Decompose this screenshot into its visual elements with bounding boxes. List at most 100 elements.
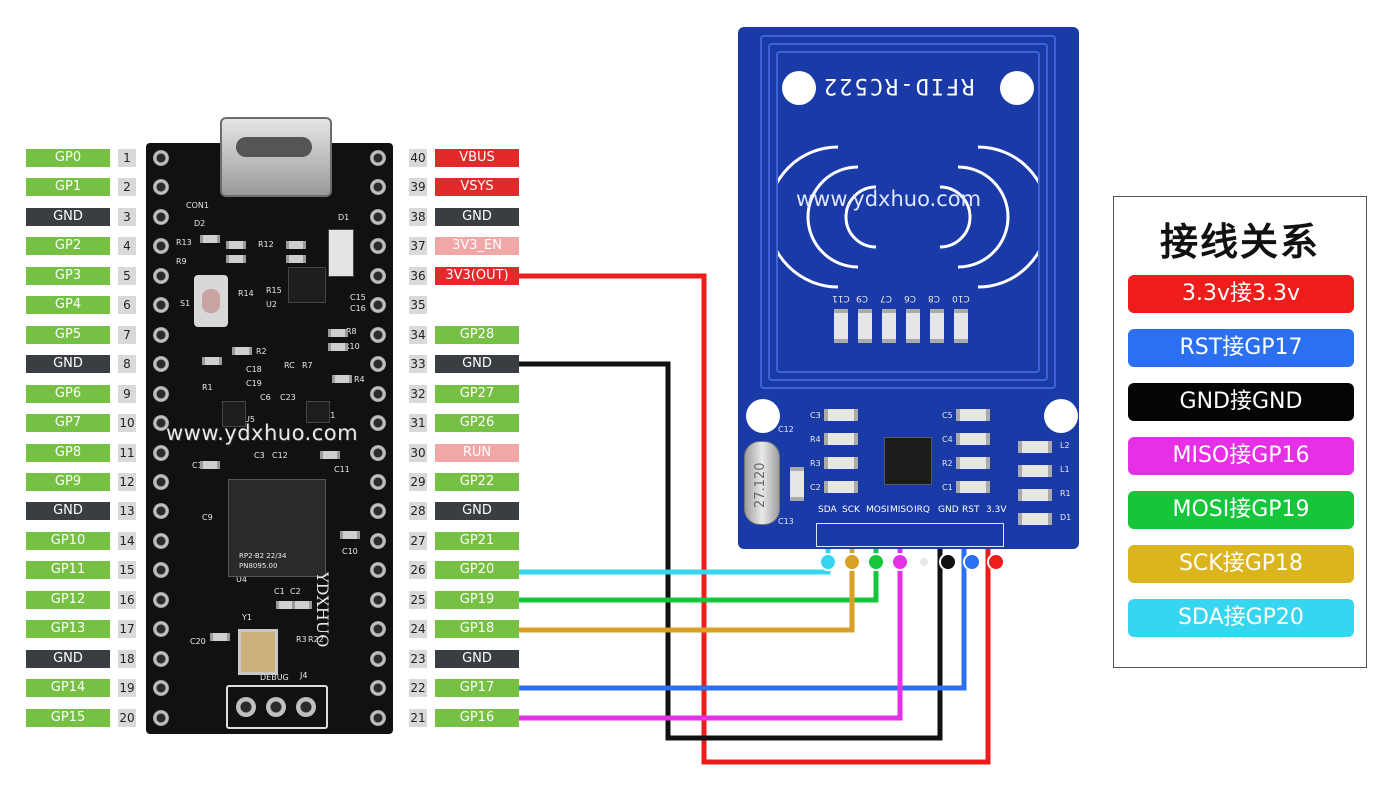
- smd-part: [286, 255, 306, 263]
- chip-marking-2: PN8095.00: [239, 562, 278, 570]
- silk-r13: R13: [176, 238, 192, 247]
- rp2040-chip: RP2-B2 22/34 PN8095.00: [228, 479, 326, 577]
- pin-label-right: GP22: [435, 473, 519, 491]
- gnd-wire: [519, 361, 943, 741]
- pin-pad: [153, 503, 169, 519]
- pin-number-right: 24: [409, 620, 427, 638]
- rfid-pin-label: RST: [962, 505, 980, 515]
- pin-number-left: 13: [118, 502, 136, 520]
- silk-c13-rfid: C13: [778, 517, 794, 526]
- silk-c5-rfid: C5: [942, 411, 953, 420]
- flash-chip: [222, 401, 246, 427]
- smd-part: [292, 601, 312, 609]
- pin-pad: [370, 150, 386, 166]
- pin-number-right: 34: [409, 326, 427, 344]
- debug-pin: [236, 697, 256, 717]
- pin-number-right: 22: [409, 679, 427, 697]
- mfrc522-chip: [884, 437, 932, 485]
- pin-pad: [370, 209, 386, 225]
- pin-pad: [370, 238, 386, 254]
- crystal-label: 27.120: [753, 462, 768, 509]
- rfid-pin-gnd: [939, 553, 957, 571]
- rfid-pin-miso: [891, 553, 909, 571]
- pin-label-right: GP27: [435, 385, 519, 403]
- silk-c3-rfid: C3: [810, 411, 821, 420]
- legend-item: RST接GP17: [1128, 329, 1354, 367]
- legend-item: 3.3v接3.3v: [1128, 275, 1354, 313]
- pin-label-left: GP5: [26, 326, 110, 344]
- usb-c-port: [220, 117, 332, 197]
- pin-label-left: GND: [26, 208, 110, 226]
- pin-label-right: GP18: [435, 620, 519, 638]
- pin-pad: [153, 592, 169, 608]
- silk-r15: R15: [266, 286, 282, 295]
- pin-label-right: 3V3_EN: [435, 237, 519, 255]
- silk-c12-rfid: C12: [778, 425, 794, 434]
- pin-number-right: 38: [409, 208, 427, 226]
- pin-label-left: GP9: [26, 473, 110, 491]
- silk-r4-rfid: R4: [810, 435, 821, 444]
- smd-part: [956, 433, 990, 445]
- bootsel-button: [194, 275, 228, 327]
- smd-part: [202, 357, 222, 365]
- mount-hole: [782, 71, 816, 105]
- pin-pad: [370, 179, 386, 195]
- board-brand: YDXHUO: [313, 572, 332, 648]
- rfid-pin-33v: [987, 553, 1005, 571]
- pin-number-left: 12: [118, 473, 136, 491]
- silk-c4-rfid: C4: [942, 435, 953, 444]
- silk-r1-rfid: R1: [1060, 489, 1071, 498]
- regulator-chip: [288, 267, 326, 303]
- pin-pad: [153, 533, 169, 549]
- smd-part: [200, 461, 220, 469]
- pin-label-right: 3V3(OUT): [435, 267, 519, 285]
- top-cap: [906, 309, 920, 343]
- mount-hole: [746, 399, 780, 433]
- top-cap-label: C6: [904, 293, 917, 303]
- silk-r2: R2: [256, 347, 267, 356]
- pin-pad: [370, 680, 386, 696]
- smd-part: [286, 241, 306, 249]
- smd-part: [1018, 513, 1052, 525]
- silk-r9: R9: [176, 257, 187, 266]
- pin-pad: [370, 327, 386, 343]
- pin-number-left: 14: [118, 532, 136, 550]
- silk-c16: C16: [350, 304, 366, 313]
- pin-label-right: GP26: [435, 414, 519, 432]
- silk-r12: R12: [258, 240, 274, 249]
- pin-label-left: GND: [26, 650, 110, 668]
- legend-item: GND接GND: [1128, 383, 1354, 421]
- smd-part: [226, 241, 246, 249]
- pin-number-left: 4: [118, 237, 136, 255]
- smd-part: [210, 633, 230, 641]
- pin-label-right: GP20: [435, 561, 519, 579]
- top-cap: [930, 309, 944, 343]
- pin-pad: [370, 386, 386, 402]
- pin-label-left: GP2: [26, 237, 110, 255]
- silk-l2-rfid: L2: [1060, 441, 1070, 450]
- silk-r10: R10: [344, 342, 360, 351]
- rfid-pin-label: MOSI: [866, 505, 890, 515]
- silk-r2-rfid: R2: [942, 459, 953, 468]
- pin-number-right: 36: [409, 267, 427, 285]
- rfid-pin-label: 3.3V: [986, 505, 1007, 515]
- silk-u4: U4: [236, 575, 247, 584]
- debug-header: [226, 685, 328, 729]
- silk-c3: C3: [254, 451, 265, 460]
- pin-pad: [153, 297, 169, 313]
- silk-rc: RC: [284, 361, 295, 370]
- silk-r3-rfid: R3: [810, 459, 821, 468]
- pin-label-left: GP11: [26, 561, 110, 579]
- pin-label-right: GP16: [435, 709, 519, 727]
- silk-c1: C1: [274, 587, 285, 596]
- pin-label-right: GND: [435, 355, 519, 373]
- pin-label-right: GND: [435, 650, 519, 668]
- pin-number-right: 27: [409, 532, 427, 550]
- smd-part: [340, 531, 360, 539]
- pin-pad: [370, 562, 386, 578]
- rfid-pin-irq: [918, 556, 930, 568]
- silk-debug: DEBUG: [260, 673, 289, 682]
